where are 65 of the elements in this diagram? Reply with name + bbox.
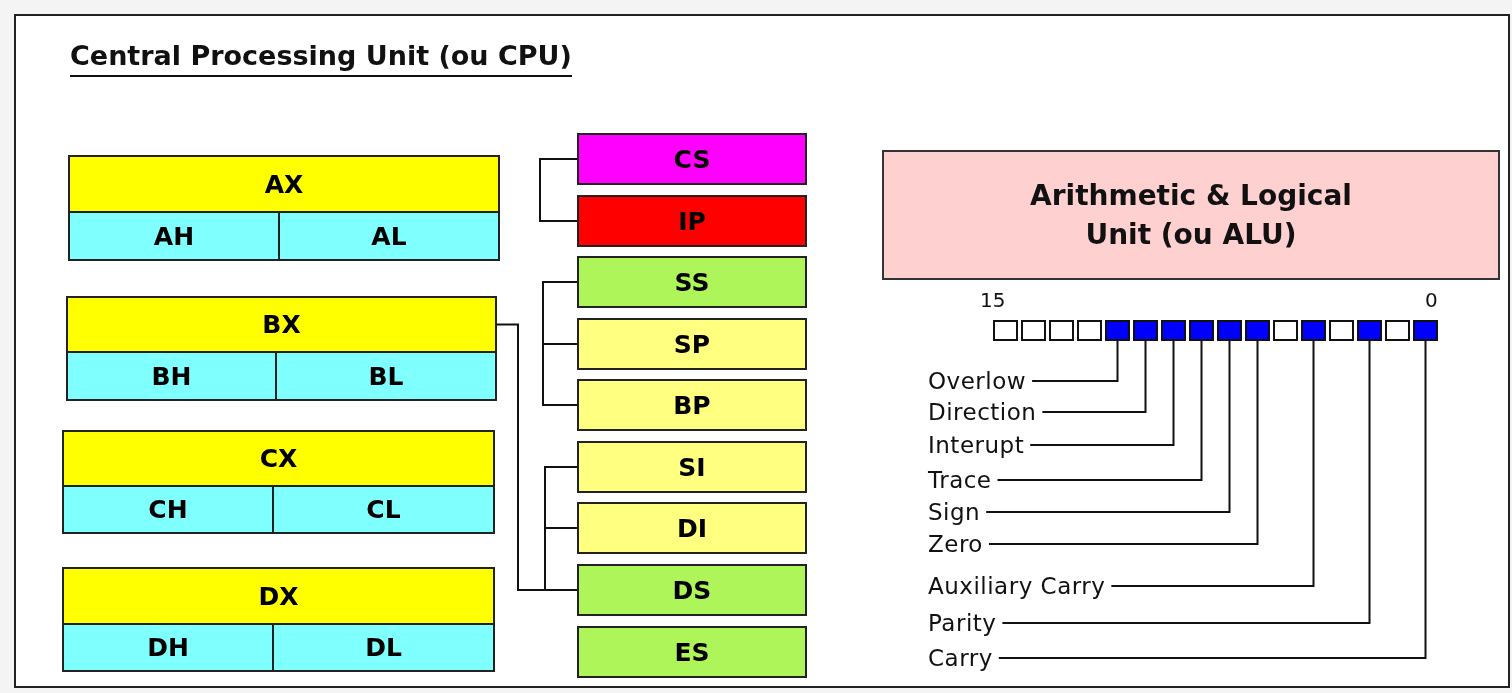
register-box: AL — [278, 211, 500, 261]
register-box: CS — [577, 133, 807, 185]
leader-line — [1001, 340, 1371, 624]
alu-box: Arithmetic & Logical Unit (ou ALU) — [882, 150, 1500, 280]
flag-name: Direction — [928, 398, 1037, 426]
flag-name: Trace — [928, 466, 992, 494]
register-box: BL — [275, 351, 497, 401]
flag-name: Zero — [928, 530, 983, 558]
set-flag-bit — [1357, 320, 1382, 341]
leader-line — [1031, 340, 1119, 382]
register-box: BX — [66, 296, 497, 353]
flag-name: Interupt — [928, 431, 1025, 459]
register-box: BP — [577, 379, 807, 431]
unused-flag-bit — [1077, 320, 1102, 341]
register-box: ES — [577, 626, 807, 678]
leader-line — [1110, 340, 1315, 587]
diagram-title: Central Processing Unit (ou CPU) — [70, 40, 572, 77]
register-box: DI — [577, 502, 807, 554]
register-box: SP — [577, 318, 807, 370]
unused-flag-bit — [1329, 320, 1354, 341]
leader-line — [997, 340, 1427, 659]
flag-name: Auxiliary Carry — [928, 572, 1106, 600]
register-box: BH — [66, 351, 277, 401]
leader-line — [1029, 340, 1175, 446]
set-flag-bit — [1301, 320, 1326, 341]
bit-number: 0 — [1425, 288, 1438, 312]
bit-number: 15 — [980, 288, 1006, 312]
register-box: AH — [68, 211, 280, 261]
flag-name: Sign — [928, 498, 981, 526]
register-box: DS — [577, 564, 807, 616]
bracket-line — [539, 158, 578, 222]
register-box: DX — [62, 567, 495, 625]
register-box: SS — [577, 256, 807, 308]
leader-line — [987, 340, 1259, 545]
set-flag-bit — [1245, 320, 1270, 341]
set-flag-bit — [1133, 320, 1158, 341]
register-box: DH — [62, 623, 274, 672]
bracket-line — [544, 527, 578, 591]
flag-name: Overlow — [928, 367, 1027, 395]
register-box: CL — [272, 485, 495, 534]
set-flag-bit — [1413, 320, 1438, 341]
register-box: IP — [577, 195, 807, 247]
leader-line — [996, 340, 1203, 481]
bracket-line — [542, 281, 578, 345]
leader-line — [985, 340, 1231, 513]
leader-line — [1041, 340, 1147, 413]
register-box: CH — [62, 485, 274, 534]
set-flag-bit — [1161, 320, 1186, 341]
set-flag-bit — [1217, 320, 1242, 341]
set-flag-bit — [1105, 320, 1130, 341]
unused-flag-bit — [1273, 320, 1298, 341]
register-box: CX — [62, 430, 495, 487]
bracket-line — [544, 466, 578, 529]
bracket-line — [496, 323, 578, 591]
register-box: AX — [68, 155, 500, 213]
unused-flag-bit — [993, 320, 1018, 341]
unused-flag-bit — [1049, 320, 1074, 341]
unused-flag-bit — [1021, 320, 1046, 341]
set-flag-bit — [1189, 320, 1214, 341]
register-box: DL — [272, 623, 495, 672]
unused-flag-bit — [1385, 320, 1410, 341]
flag-name: Parity — [928, 609, 997, 637]
register-box: SI — [577, 441, 807, 493]
flag-name: Carry — [928, 644, 993, 672]
bracket-line — [542, 343, 578, 406]
